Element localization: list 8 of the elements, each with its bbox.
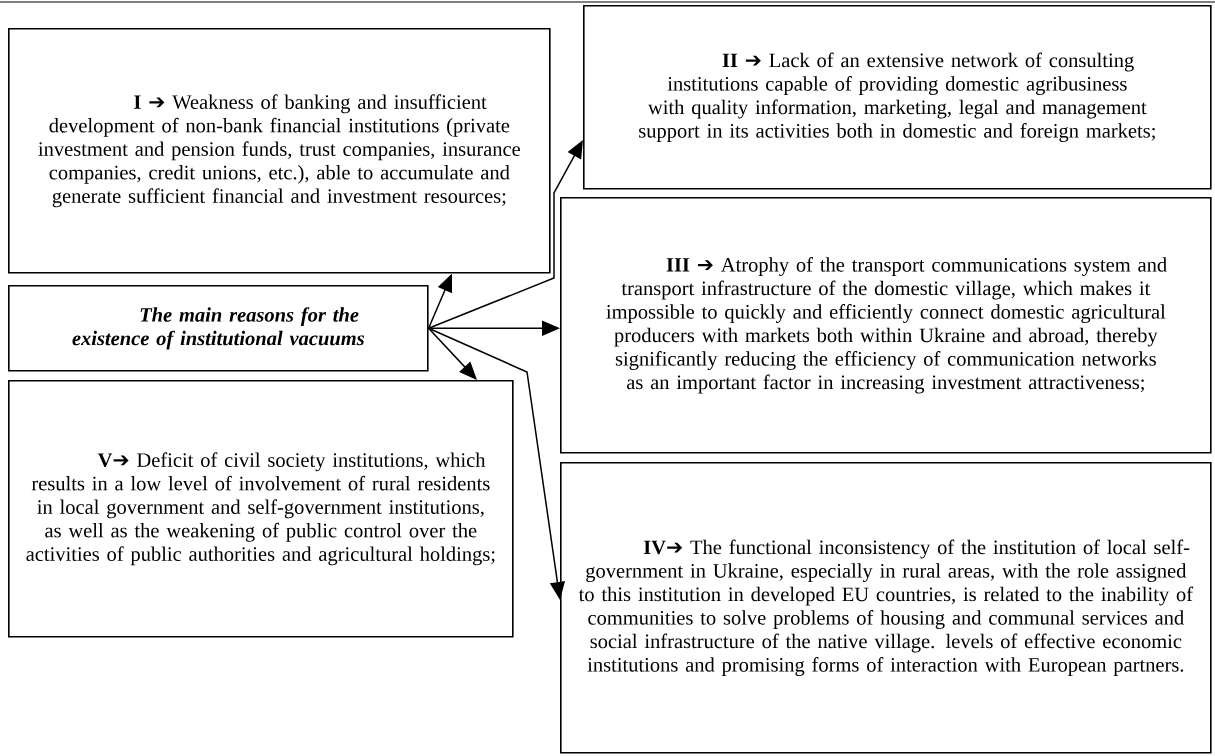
- text-box: III ➔ Atrophy of the transport communications system and transport infrastructure of the domestic village, which makes it impossible to quickly and efficiently connect domestic agricultural producers with markets both within Ukraine and abroad, thereby significantly reducing the efficiency of communication networks as an important factor in increasing investment attractiveness;: [560, 197, 1212, 454]
- arrow: [427, 327, 477, 380]
- text-box: IV➔ The functional inconsistency of the institution of local self-government in Ukraine, especially in rural areas, with the role assigned to this institution in developed EU countries, is related to the inability of communities to solve problems of housing and communal services and social infrastructure of the native village. levels of effective economic institutions and promising forms of interaction with European partners.: [560, 462, 1212, 754]
- text-box: V➔ Deficit of civil society institutions, which results in a low level of involvement of rural residents in local government and self-government institutions, as well as the weakening of public control over the activities of public authorities and agricultural holdings;: [8, 380, 514, 638]
- arrow: [427, 140, 583, 330]
- text-box: II ➔ Lack of an extensive network of consulting institutions capable of providing domestic agribusiness with quality information, marketing, legal and management support in its activities both in domestic and foreign markets;: [583, 5, 1212, 190]
- text-box: The main reasons for the existence of institutional vacuums: [8, 285, 429, 372]
- text-box: I ➔ Weakness of banking and insufficient development of non-bank financial institutions (private investment and pension funds, trust companies, insurance companies, credit unions, etc.), able to accumulate and generate sufficient financial and investment resources;: [8, 28, 551, 274]
